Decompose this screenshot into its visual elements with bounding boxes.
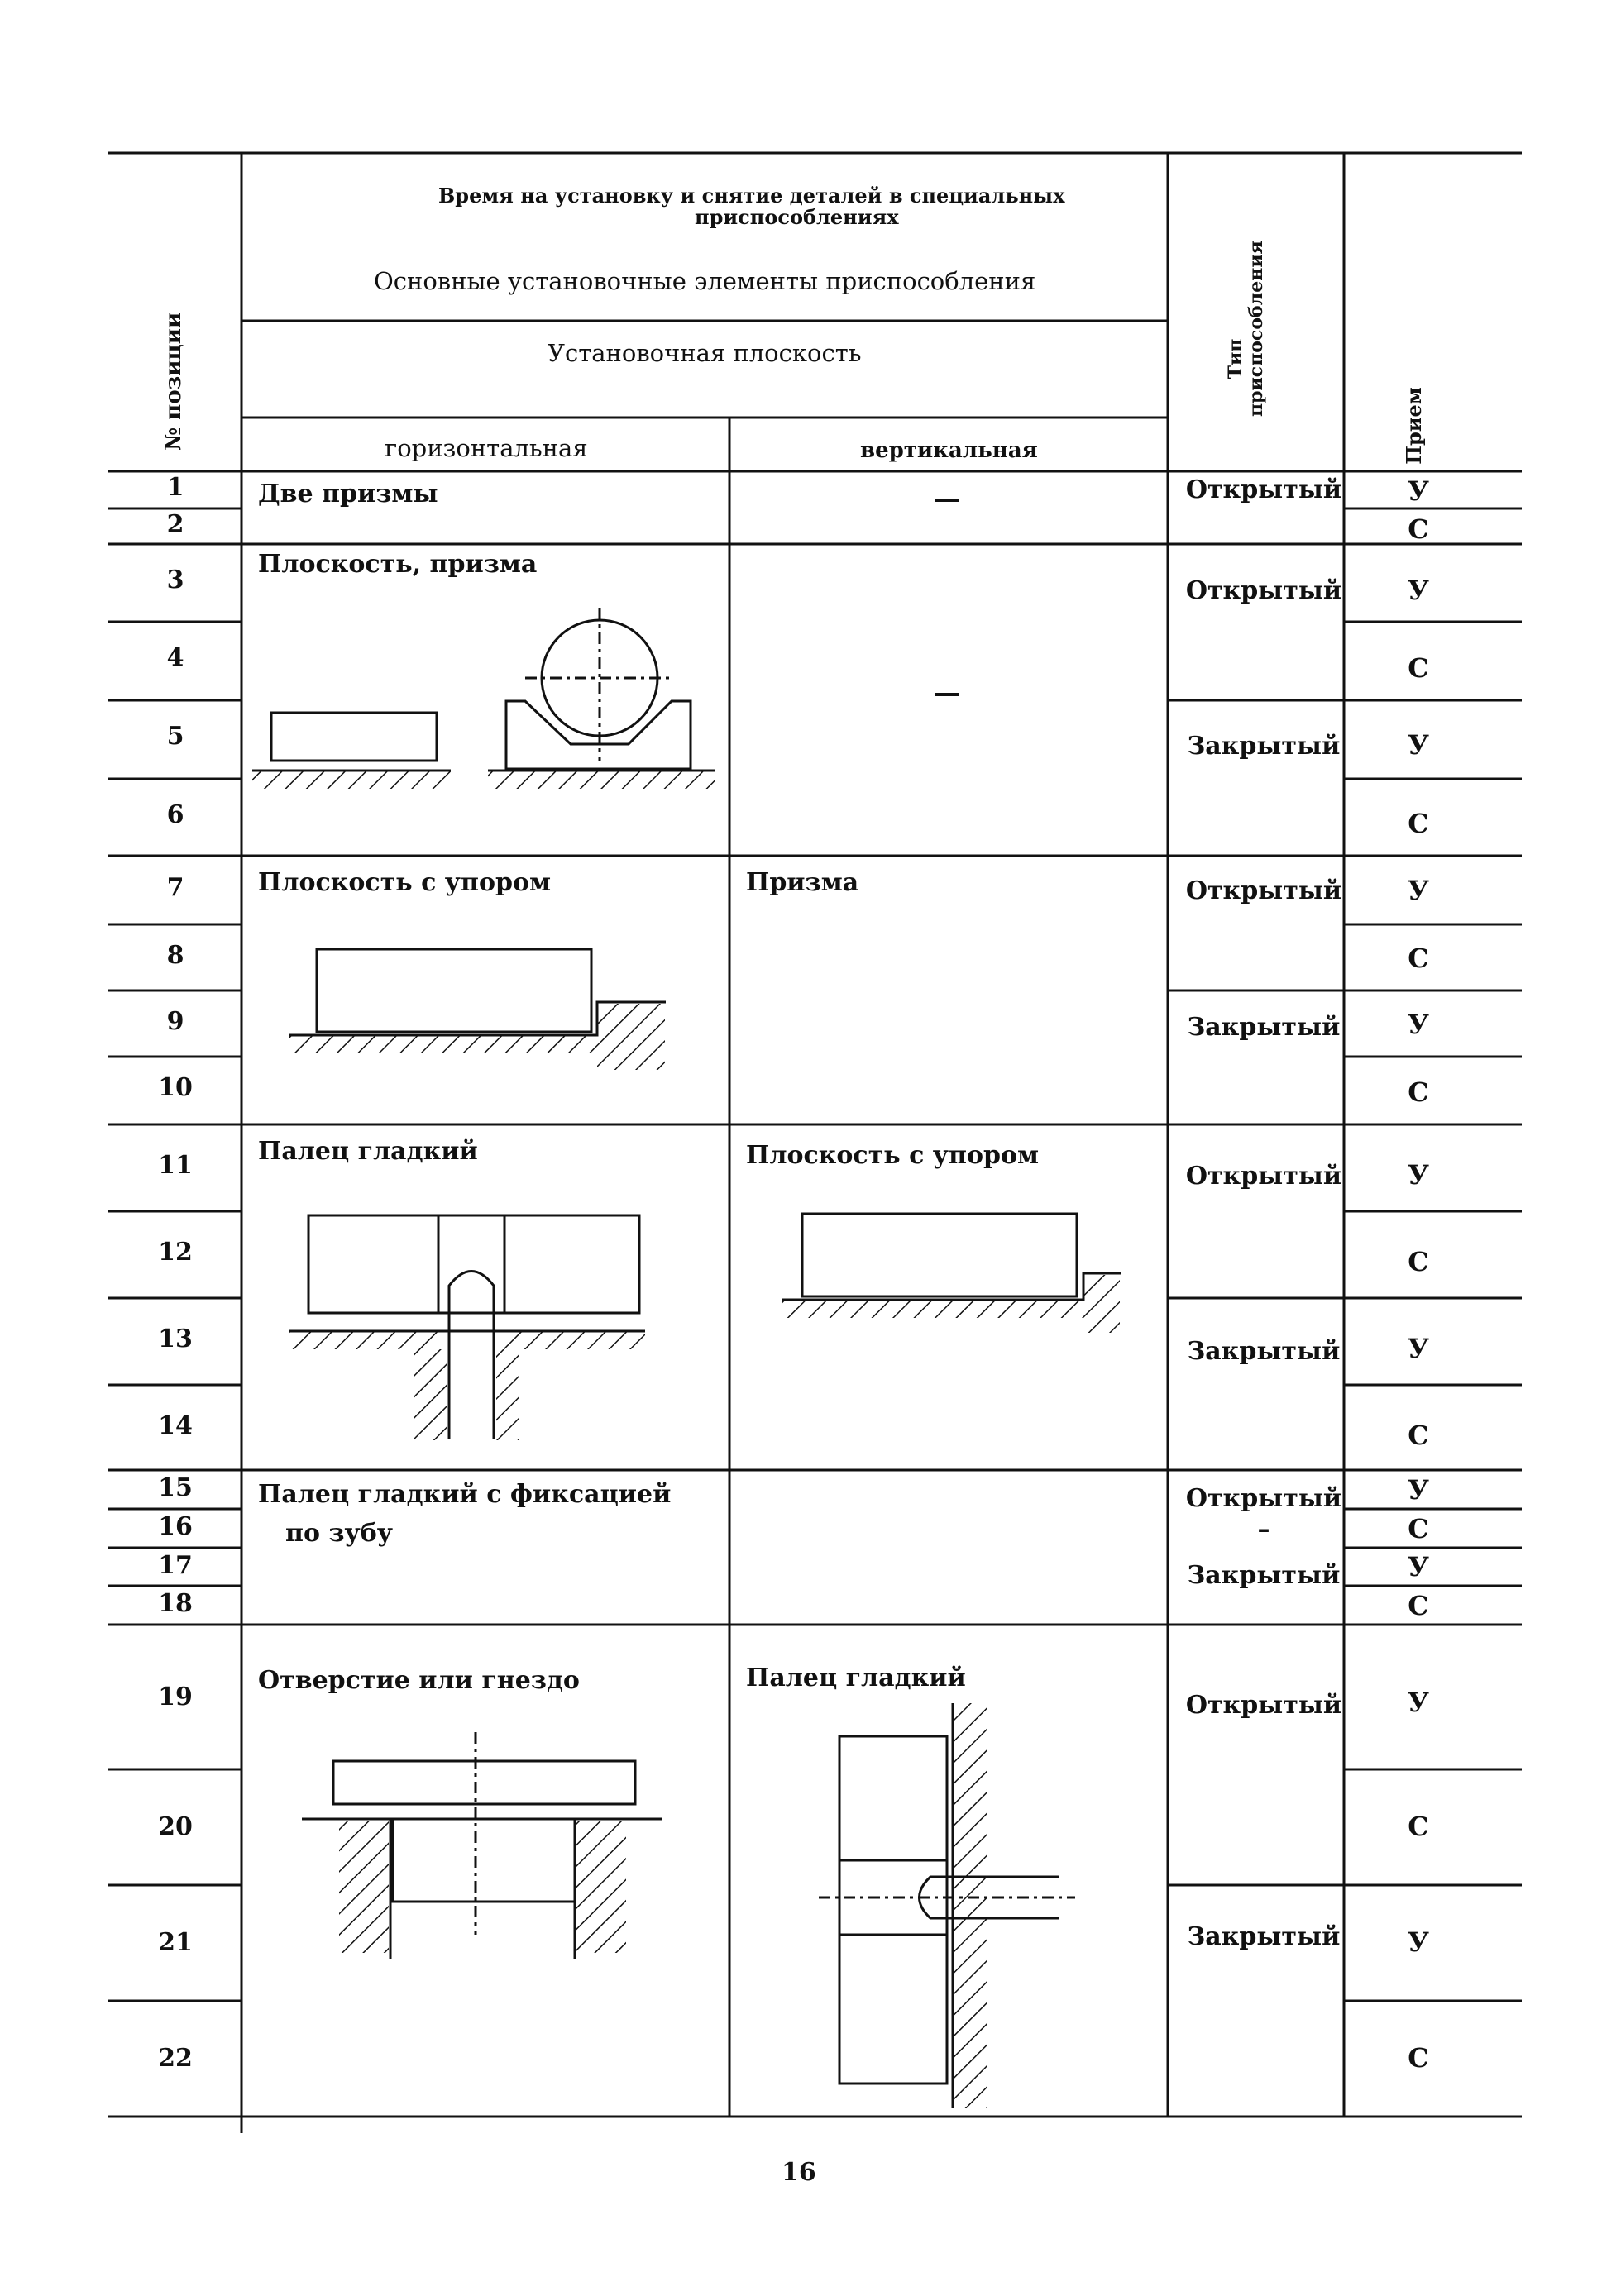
cell-vertical: Палец гладкий xyxy=(746,1664,966,1692)
header-title-line1: Время на установку и снятие деталей в сп… xyxy=(438,184,1065,208)
method-code: С xyxy=(1408,2042,1429,2074)
position-number: 4 xyxy=(166,643,184,672)
position-number: 12 xyxy=(158,1238,193,1267)
sketch-smooth-pin-vertical xyxy=(819,1703,1075,2108)
position-number: 5 xyxy=(166,722,184,751)
position-number: 9 xyxy=(166,1007,184,1036)
fixture-type: Открытый xyxy=(1185,576,1342,605)
cell-horizontal: Палец гладкий xyxy=(258,1137,478,1166)
header-subtitle: Основные установочные элементы приспособ… xyxy=(374,267,1036,295)
position-number: 11 xyxy=(158,1151,193,1180)
cell-vertical: Плоскость с упором xyxy=(746,1141,1040,1170)
method-code: У xyxy=(1408,1333,1429,1364)
position-number: 3 xyxy=(166,566,184,594)
header-position: № позиции xyxy=(161,312,186,451)
fixture-type: Закрытый xyxy=(1187,1337,1341,1366)
method-code: У xyxy=(1408,1159,1429,1191)
position-number: 2 xyxy=(166,510,184,539)
method-code: У xyxy=(1408,475,1429,507)
cell-vertical: Призма xyxy=(746,868,859,897)
fixture-type: Закрытый xyxy=(1187,1922,1341,1951)
fixture-type: Закрытый xyxy=(1187,1561,1341,1590)
header-type-line1: Тип xyxy=(1225,338,1246,379)
fixture-type: Открытый xyxy=(1185,1162,1342,1191)
sketch-plane-stop xyxy=(289,948,666,1070)
position-number: 18 xyxy=(158,1589,193,1618)
position-number: 22 xyxy=(158,2044,193,2073)
position-number: 21 xyxy=(158,1928,193,1957)
method-code: С xyxy=(1408,652,1429,684)
position-number: 6 xyxy=(166,800,184,829)
position-number: 1 xyxy=(166,473,184,502)
header-plane: Установочная плоскость xyxy=(548,339,862,367)
method-code: У xyxy=(1408,1551,1429,1582)
fixture-type: Закрытый xyxy=(1187,1013,1341,1042)
position-number: 19 xyxy=(158,1683,193,1711)
method-code: У xyxy=(1408,575,1429,606)
fixture-type: Открытый xyxy=(1185,1691,1342,1720)
sketch-smooth-pin xyxy=(289,1214,645,1440)
position-number: 15 xyxy=(158,1473,193,1502)
position-number: 10 xyxy=(158,1073,193,1102)
position-number: 7 xyxy=(166,873,184,902)
fixture-type: Открытый xyxy=(1185,475,1342,504)
method-code: С xyxy=(1408,808,1429,839)
cell-horizontal: Палец гладкий с фиксацией xyxy=(258,1480,672,1509)
sketch-plane-prism xyxy=(252,608,715,789)
method-code: У xyxy=(1408,1009,1429,1040)
cell-horizontal: по зубу xyxy=(285,1519,393,1548)
sketch-hole-socket xyxy=(302,1732,662,1959)
method-code: У xyxy=(1408,1474,1429,1506)
method-code: С xyxy=(1408,1420,1429,1451)
page-number: 16 xyxy=(782,2158,816,2187)
method-code: С xyxy=(1408,1076,1429,1108)
sketch-plane-stop-vertical xyxy=(782,1212,1121,1333)
method-code: У xyxy=(1408,1926,1429,1958)
method-code: У xyxy=(1408,875,1429,906)
header-horizontal: горизонтальная xyxy=(385,434,588,462)
cell-horizontal: Две призмы xyxy=(258,480,438,508)
cell-horizontal: Плоскость, призма xyxy=(258,550,538,579)
position-number: 14 xyxy=(158,1411,193,1440)
fixture-type: – xyxy=(1257,1515,1270,1544)
method-code: С xyxy=(1408,1246,1429,1277)
position-number: 8 xyxy=(166,941,184,970)
method-code: С xyxy=(1408,1811,1429,1842)
position-number: 13 xyxy=(158,1325,193,1353)
position-number: 17 xyxy=(158,1551,193,1580)
position-number: 20 xyxy=(158,1812,193,1841)
fixture-type: Открытый xyxy=(1185,876,1342,905)
method-code: У xyxy=(1408,729,1429,761)
cell-horizontal: Отверстие или гнездо xyxy=(258,1666,580,1695)
header-vertical: вертикальная xyxy=(860,438,1038,463)
fixture-type: Открытый xyxy=(1185,1484,1342,1513)
header-type-line2: приспособления xyxy=(1246,241,1267,417)
method-code: У xyxy=(1408,1687,1429,1718)
method-code: С xyxy=(1408,943,1429,974)
cell-horizontal: Плоскость с упором xyxy=(258,868,552,897)
header-method: Прием xyxy=(1402,387,1426,465)
method-code: С xyxy=(1408,513,1429,545)
fixture-type: Закрытый xyxy=(1187,732,1341,761)
method-code: С xyxy=(1408,1590,1429,1621)
method-code: С xyxy=(1408,1513,1429,1544)
position-number: 16 xyxy=(158,1512,193,1541)
header-title-line2: приспособлениях xyxy=(695,205,899,229)
